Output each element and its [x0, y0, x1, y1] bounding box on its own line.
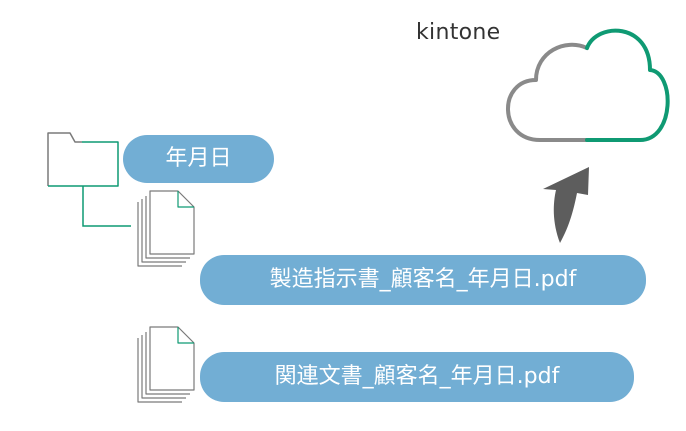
tree-connector [82, 186, 131, 227]
related-document-file-label: 関連文書_顧客名_年月日.pdf [200, 352, 634, 402]
upload-arrow-icon [543, 167, 589, 243]
document-stack-icon [137, 326, 195, 403]
manufacturing-order-file-label: 製造指示書_顧客名_年月日.pdf [200, 255, 646, 305]
folder-icon [47, 132, 119, 187]
date-folder-label: 年月日 [123, 135, 274, 183]
cloud-icon [506, 28, 670, 142]
document-stack-icon [137, 190, 195, 267]
cloud-label: kintone [416, 20, 501, 45]
